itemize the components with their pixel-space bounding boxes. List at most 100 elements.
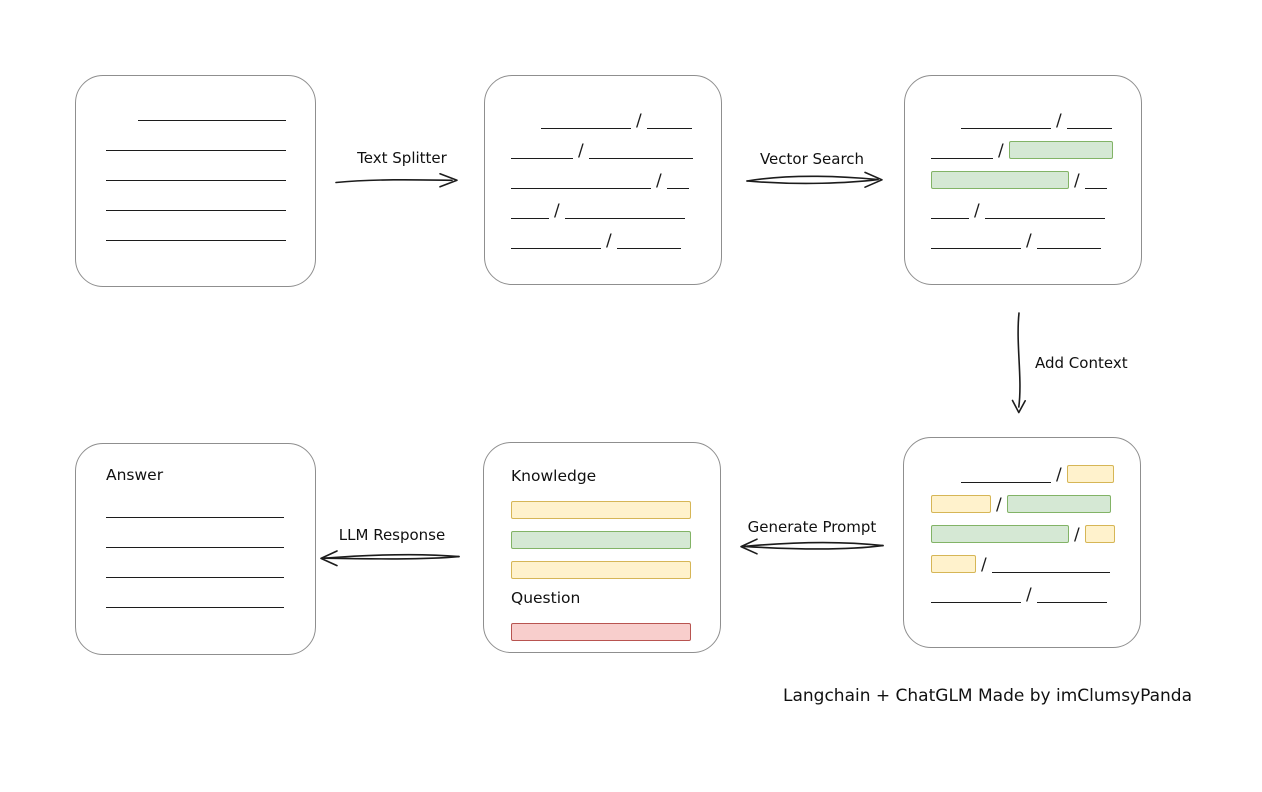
text-line-row: / — [931, 513, 1140, 545]
slash-separator: / — [1026, 231, 1032, 251]
generate-prompt-arrowhead-icon — [740, 538, 758, 555]
text-placeholder-line — [511, 188, 651, 189]
text-placeholder-line — [106, 240, 286, 241]
green-highlight-chip — [1006, 495, 1111, 513]
llm-response-arrowhead-icon — [320, 550, 338, 567]
text-placeholder-line — [106, 607, 284, 608]
text-line-row — [106, 211, 315, 241]
slash-separator: / — [606, 231, 612, 251]
slash-separator: / — [996, 495, 1002, 515]
llm-response-arrow — [323, 553, 460, 559]
red-highlight-chip — [511, 623, 691, 641]
text-line-row: / — [931, 453, 1140, 485]
text-line-row — [106, 578, 315, 608]
text-placeholder-line — [1036, 248, 1101, 249]
split-chunks-box: ///// — [484, 75, 722, 285]
diagram-caption: Langchain + ChatGLM Made by imClumsyPand… — [783, 686, 1192, 706]
vector-matches-box: ///// — [904, 75, 1142, 285]
add-context-label: Add Context — [1035, 354, 1128, 372]
text-placeholder-line — [564, 218, 685, 219]
yellow-highlight-chip — [511, 561, 691, 579]
text-line-row — [106, 488, 315, 518]
text-line-row: / — [511, 129, 721, 161]
text-line-row: / — [511, 219, 721, 251]
slash-separator: / — [974, 201, 980, 221]
llm-response-label: LLM Response — [338, 526, 446, 544]
text-placeholder-line — [511, 218, 549, 219]
text-line-row — [106, 151, 315, 181]
text-line-row — [511, 549, 694, 579]
text-placeholder-line — [1066, 128, 1112, 129]
text-placeholder-line — [931, 158, 993, 159]
text-line-row: / — [931, 483, 1140, 515]
vector-search-arrowhead-icon — [864, 171, 883, 188]
add-context-arrowhead-icon — [1011, 399, 1026, 414]
slash-separator: / — [981, 555, 987, 575]
context-box: / / / / / — [903, 437, 1141, 648]
yellow-highlight-chip — [1084, 525, 1115, 543]
answer-lines — [106, 488, 315, 608]
text-placeholder-line — [106, 210, 286, 211]
text-splitter-arrowhead-icon — [439, 173, 458, 188]
green-highlight-chip — [931, 525, 1069, 543]
text-placeholder-line — [106, 150, 286, 151]
text-line-row: / — [931, 159, 1141, 191]
text-line-row — [106, 181, 315, 211]
text-placeholder-line — [106, 517, 284, 518]
text-placeholder-line — [588, 158, 693, 159]
slash-separator: / — [656, 171, 662, 191]
text-placeholder-line — [931, 248, 1021, 249]
text-line-row: / — [931, 189, 1141, 221]
text-line-row — [511, 489, 694, 519]
text-placeholder-line — [511, 248, 601, 249]
question-label: Question — [511, 589, 581, 607]
text-splitter-label: Text Splitter — [357, 149, 447, 167]
text-placeholder-line — [616, 248, 681, 249]
text-line-row: / — [511, 159, 721, 191]
text-line-row — [511, 611, 694, 641]
text-placeholder-line — [646, 128, 692, 129]
text-line-row — [106, 91, 315, 121]
yellow-highlight-chip — [931, 495, 991, 513]
slash-separator: / — [1056, 465, 1062, 485]
generate-prompt-arrow — [743, 541, 884, 548]
slash-separator: / — [1074, 171, 1080, 191]
text-placeholder-line — [931, 218, 969, 219]
text-placeholder-line — [511, 158, 573, 159]
indent-gap — [931, 482, 961, 483]
yellow-highlight-chip — [931, 555, 976, 573]
indent-gap — [931, 128, 961, 129]
text-line-row — [106, 548, 315, 578]
prompt-box: Knowledge Question — [483, 442, 721, 653]
slash-separator: / — [1056, 111, 1062, 131]
green-highlight-chip — [1008, 141, 1113, 159]
text-placeholder-line — [106, 577, 284, 578]
text-splitter-arrow — [335, 178, 453, 184]
text-line-row: / — [931, 99, 1141, 131]
text-line-row: / — [931, 219, 1141, 251]
text-line-row: / — [931, 543, 1140, 575]
vector-search-arrow-lower — [746, 178, 879, 185]
answer-box: Answer — [75, 443, 316, 655]
text-placeholder-line — [541, 128, 631, 129]
llm-response-arrow-lower — [323, 555, 460, 560]
add-context-arrow — [1017, 312, 1021, 408]
yellow-highlight-chip — [511, 501, 691, 519]
generate-prompt-label: Generate Prompt — [747, 518, 877, 536]
knowledge-label: Knowledge — [511, 467, 597, 485]
slash-separator: / — [1026, 585, 1032, 605]
knowledge-chips — [511, 489, 694, 579]
indent-gap — [106, 120, 138, 121]
text-line-row — [106, 121, 315, 151]
text-line-row: / — [511, 99, 721, 130]
green-highlight-chip — [931, 171, 1069, 189]
vector-search-arrow — [746, 175, 879, 182]
generate-prompt-arrow-lower — [743, 544, 884, 550]
text-placeholder-line — [931, 602, 1021, 603]
text-placeholder-line — [984, 218, 1105, 219]
slash-separator: / — [578, 141, 584, 161]
text-placeholder-line — [1036, 602, 1107, 603]
text-placeholder-line — [106, 180, 286, 181]
slash-separator: / — [1074, 525, 1080, 545]
